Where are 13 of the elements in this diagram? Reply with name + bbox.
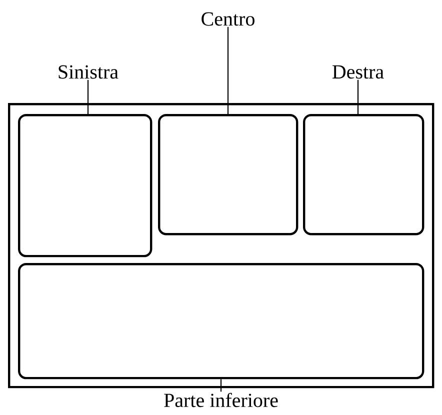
label-text: Sinistra: [58, 65, 118, 79]
label-text: Centro: [202, 12, 254, 26]
screen-area: [18, 262, 424, 380]
screen-area: [303, 114, 424, 236]
screen-area: [158, 114, 298, 236]
leader-line: [87, 80, 89, 114]
label-text: Parte inferiore: [164, 392, 278, 408]
screen-frame: [8, 103, 434, 388]
leader-line: [357, 80, 359, 114]
screen-area: [18, 114, 152, 258]
label-text: Destra: [332, 65, 384, 79]
leader-line: [227, 26, 229, 114]
leader-line: [220, 379, 222, 392]
